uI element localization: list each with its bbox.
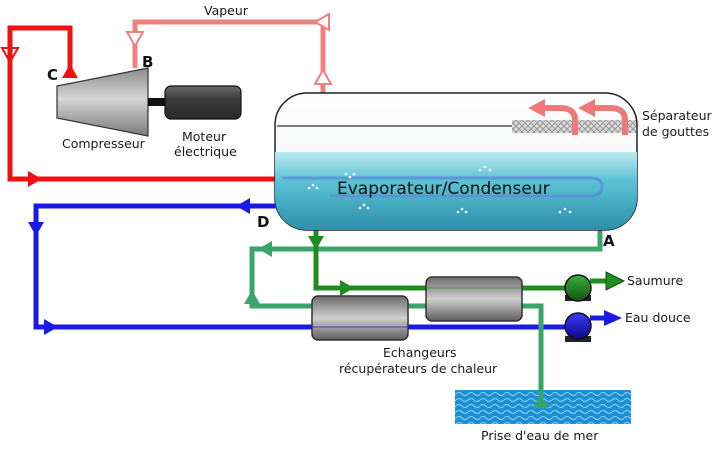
exchangers-label-2: récupérateurs de chaleur [339, 361, 498, 376]
point-d-label: D [257, 213, 269, 231]
brine-arrow-right [340, 280, 354, 296]
evaporator-label: Evaporateur/Condenseur [337, 179, 550, 199]
point-a-label: A [603, 232, 615, 250]
fresh-water-line [33, 203, 566, 330]
feed-arrow-intake [533, 394, 549, 408]
vapor-arrow-top [312, 12, 330, 32]
vapor-arrow-up [313, 67, 333, 85]
hot-arrow-right [28, 171, 42, 187]
seawater-feed-line [249, 229, 603, 404]
fresh-arrow-down [28, 222, 44, 236]
feed-arrow-left [258, 241, 272, 257]
fresh-arrow-right [44, 319, 58, 335]
point-c-label: C [47, 66, 58, 84]
seawater-intake-label: Prise d'eau de mer [481, 428, 599, 443]
exchangers-label-1: Echangeurs [383, 345, 456, 360]
separator-label-1: Séparateur [642, 108, 713, 123]
bubbles [307, 165, 572, 214]
heat-exchanger-right [425, 276, 523, 322]
motor-shaft [148, 98, 166, 106]
hot-arrow-down [0, 47, 20, 65]
motor-label-2: électrique [174, 144, 237, 159]
brine-outlet [590, 271, 626, 291]
brine-arrow-down [308, 236, 324, 250]
evaporator-condenser [274, 92, 638, 231]
fresh-outlet [590, 310, 622, 326]
condenser-tube [282, 176, 604, 198]
vapor-line [132, 19, 326, 93]
feed-arrow-up [244, 290, 260, 304]
motor-label-1: Moteur [182, 129, 227, 144]
compressor-icon [56, 67, 149, 137]
compressor-label: Compresseur [62, 136, 146, 151]
vapor-label: Vapeur [204, 3, 249, 18]
pump-fresh[interactable] [564, 312, 592, 342]
heat-exchanger-icon [311, 276, 523, 341]
pump-icon [564, 274, 592, 302]
separator-label-2: de gouttes [642, 124, 709, 139]
fresh-arrow-left [236, 198, 250, 214]
water-pool [275, 152, 637, 230]
heat-exchanger-left [311, 295, 409, 341]
vapor-arrow-left [125, 31, 145, 49]
separator-arrow-head-2 [578, 99, 595, 117]
pump-icon [564, 312, 592, 340]
brine-label: Saumure [627, 273, 683, 288]
point-b-label: B [142, 53, 153, 71]
motor-icon [164, 85, 242, 120]
hot-vapor-line [7, 25, 282, 182]
fresh-water-label: Eau douce [625, 310, 691, 325]
pump-brine[interactable] [564, 274, 592, 302]
separator-arrows [545, 105, 628, 135]
separator-arrow-head-1 [528, 99, 545, 117]
compressor-body [56, 67, 149, 137]
hot-arrow-c [62, 64, 78, 78]
motor-body [164, 85, 242, 120]
